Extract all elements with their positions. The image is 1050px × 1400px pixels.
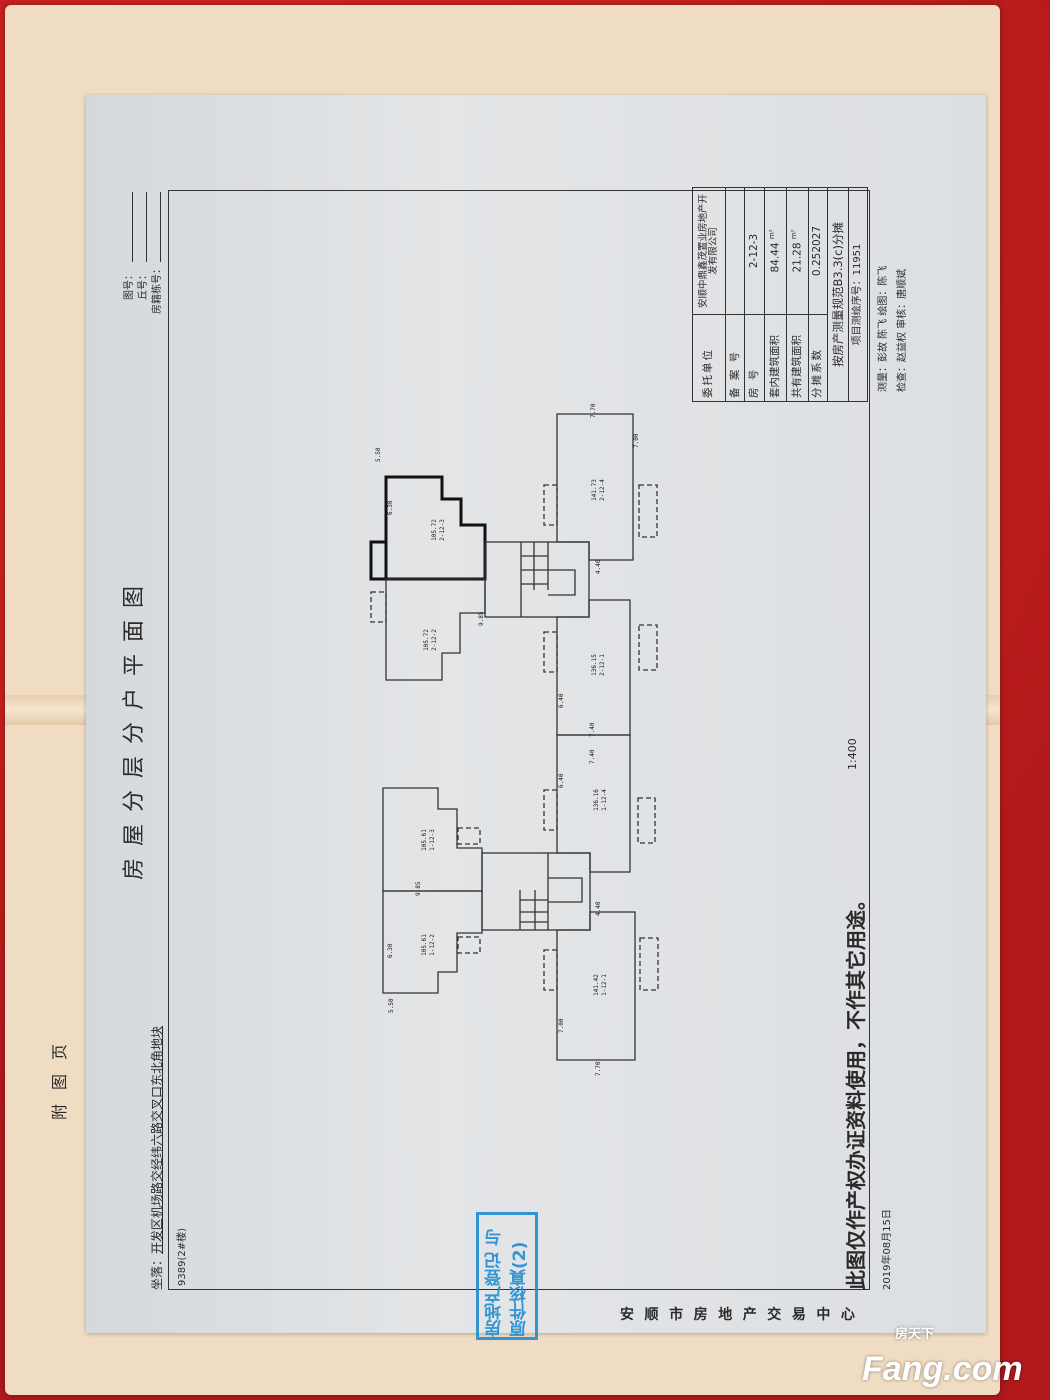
issuer-char: 市 [669, 1307, 684, 1323]
dimension-label: 9.85 [415, 881, 422, 896]
dimension-label: 7.70 [590, 403, 597, 418]
dimension-label: 5.50 [375, 447, 382, 462]
issuer-char: 安 [620, 1307, 634, 1323]
unit-area: 105.72 [431, 519, 438, 541]
unit-area: 105.61 [421, 934, 428, 956]
unit-area: 141.42 [593, 974, 600, 996]
dimension-label: 7.00 [558, 1018, 565, 1033]
issuer-char: 中 [816, 1307, 831, 1323]
dimension-label: 6.40 [558, 773, 565, 788]
balcony [370, 591, 387, 623]
unit-outline-1-12-4 [556, 734, 631, 873]
balcony [543, 484, 558, 526]
unit-id: 2-12-4 [599, 479, 606, 501]
balcony [638, 624, 658, 671]
dimension-label: 4.40 [595, 559, 602, 574]
balcony [637, 797, 656, 844]
core-2 [484, 541, 590, 618]
balcony [543, 949, 558, 991]
core-1 [481, 852, 591, 931]
issuer-char: 房 [693, 1307, 708, 1323]
dimension-label: 6.40 [558, 693, 565, 708]
unit-id: 1-12-3 [429, 829, 436, 851]
unit-area: 141.73 [591, 479, 598, 501]
watermark-logo: Fang.com [862, 1350, 1023, 1388]
dimension-label: 7.00 [633, 433, 640, 448]
balcony [543, 789, 558, 831]
dimension-label: 5.50 [388, 998, 395, 1013]
issuer-char: 产 [742, 1307, 757, 1323]
dimension-label: 6.30 [387, 943, 394, 958]
watermark-cn: 房天下 [895, 1327, 935, 1342]
issuer-name: 安 顺 市 房 地 产 交 易 中 心 [620, 1304, 855, 1324]
issuer-char: 交 [767, 1307, 782, 1323]
unit-outline-1-12-1 [556, 911, 636, 1061]
unit-id: 1-12-2 [429, 934, 436, 956]
unit-id: 2-12-3 [439, 519, 446, 541]
unit-area: 105.61 [421, 829, 428, 851]
floor-plan-sheet [86, 95, 986, 1333]
unit-area: 136.16 [593, 789, 600, 811]
unit-area: 105.72 [423, 629, 430, 651]
unit-bay-2-12-3 [369, 540, 388, 581]
issuer-char: 地 [718, 1307, 733, 1323]
unit-area: 136.15 [591, 654, 598, 676]
unit-id: 1-12-4 [601, 789, 608, 811]
unit-outline-2-12-4 [556, 413, 634, 561]
balcony [457, 827, 481, 845]
balcony [639, 937, 659, 991]
issuer-char: 易 [791, 1307, 806, 1323]
dimension-label: 4.40 [595, 901, 602, 916]
unit-id: 1-12-1 [601, 974, 608, 996]
stair-2 [520, 542, 576, 617]
issuer-char: 心 [840, 1307, 855, 1323]
dimension-label: 7.70 [595, 1061, 602, 1076]
stair-1 [519, 853, 583, 930]
unit-id: 2-12-2 [431, 629, 438, 651]
official-stamp: 房地产登记 与原件核真(2) [476, 1212, 538, 1340]
balcony [638, 484, 658, 538]
dimension-label: 6.30 [387, 500, 394, 515]
dimension-label: 7.40 [589, 722, 596, 737]
balcony [457, 936, 481, 954]
dimension-label: 7.40 [589, 749, 596, 764]
unit-id: 2-12-1 [599, 654, 606, 676]
issuer-char: 顺 [644, 1307, 659, 1323]
balcony [543, 631, 558, 673]
dimension-label: 9.85 [478, 611, 485, 626]
